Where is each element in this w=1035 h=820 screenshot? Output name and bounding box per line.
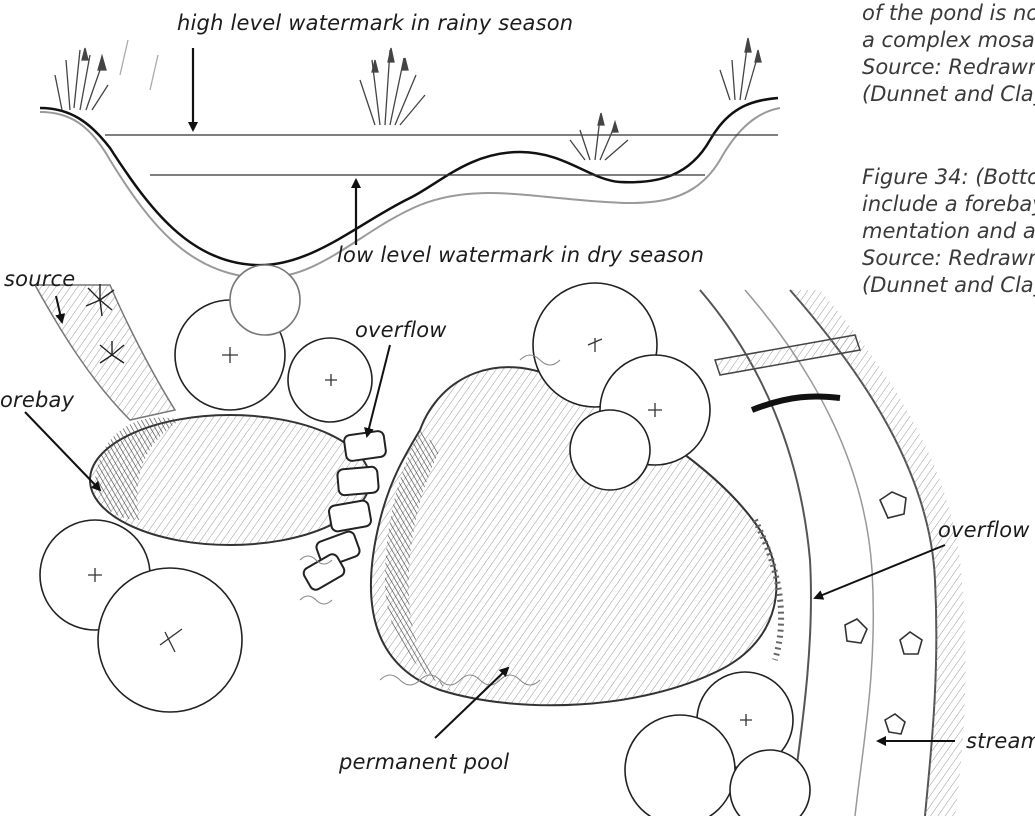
caption-line: Source: Redrawn an <box>862 54 1035 81</box>
stream-stones <box>845 492 922 734</box>
caption-line: a complex mosain o <box>862 27 1035 54</box>
low-watermark-label: low level watermark in dry season <box>337 243 704 267</box>
caption-line: (Dunnet and Clayde <box>862 272 1035 299</box>
pond-plan-view <box>25 265 965 816</box>
overflow-left-label: overflow <box>355 318 447 342</box>
tree <box>230 265 300 335</box>
caption-line: of the pond is not ev <box>862 0 1035 27</box>
caption-block-top: of the pond is not ev a complex mosain o… <box>862 0 1035 108</box>
caption-line: include a forebay ar <box>862 191 1035 218</box>
caption-line: (Dunnet and Clayde <box>862 81 1035 108</box>
forebay-arrow <box>25 412 100 490</box>
source-label: source <box>4 267 75 291</box>
caption-line: Source: Redrawn an <box>862 245 1035 272</box>
high-watermark-label: high level watermark in rainy season <box>177 11 573 35</box>
overflow-right-label: overflow <box>938 518 1030 542</box>
section-plants <box>55 38 761 160</box>
permanent-pool-label: permanent pool <box>339 750 509 774</box>
stream-label: stream <box>966 729 1035 753</box>
caption-line: mentation and an ou <box>862 218 1035 245</box>
pond-bed-line <box>40 98 778 265</box>
permanent-pool <box>371 367 776 705</box>
caption-line: Figure 34: (Bottom) - <box>862 164 1035 191</box>
tree <box>570 410 650 490</box>
overflow-right-arrow <box>815 545 945 598</box>
tree <box>98 568 242 712</box>
stream-hatch <box>790 290 965 816</box>
tree <box>625 715 735 816</box>
forebay-label: orebay <box>0 388 74 412</box>
caption-block-bottom: Figure 34: (Bottom) - include a forebay … <box>862 164 1035 299</box>
